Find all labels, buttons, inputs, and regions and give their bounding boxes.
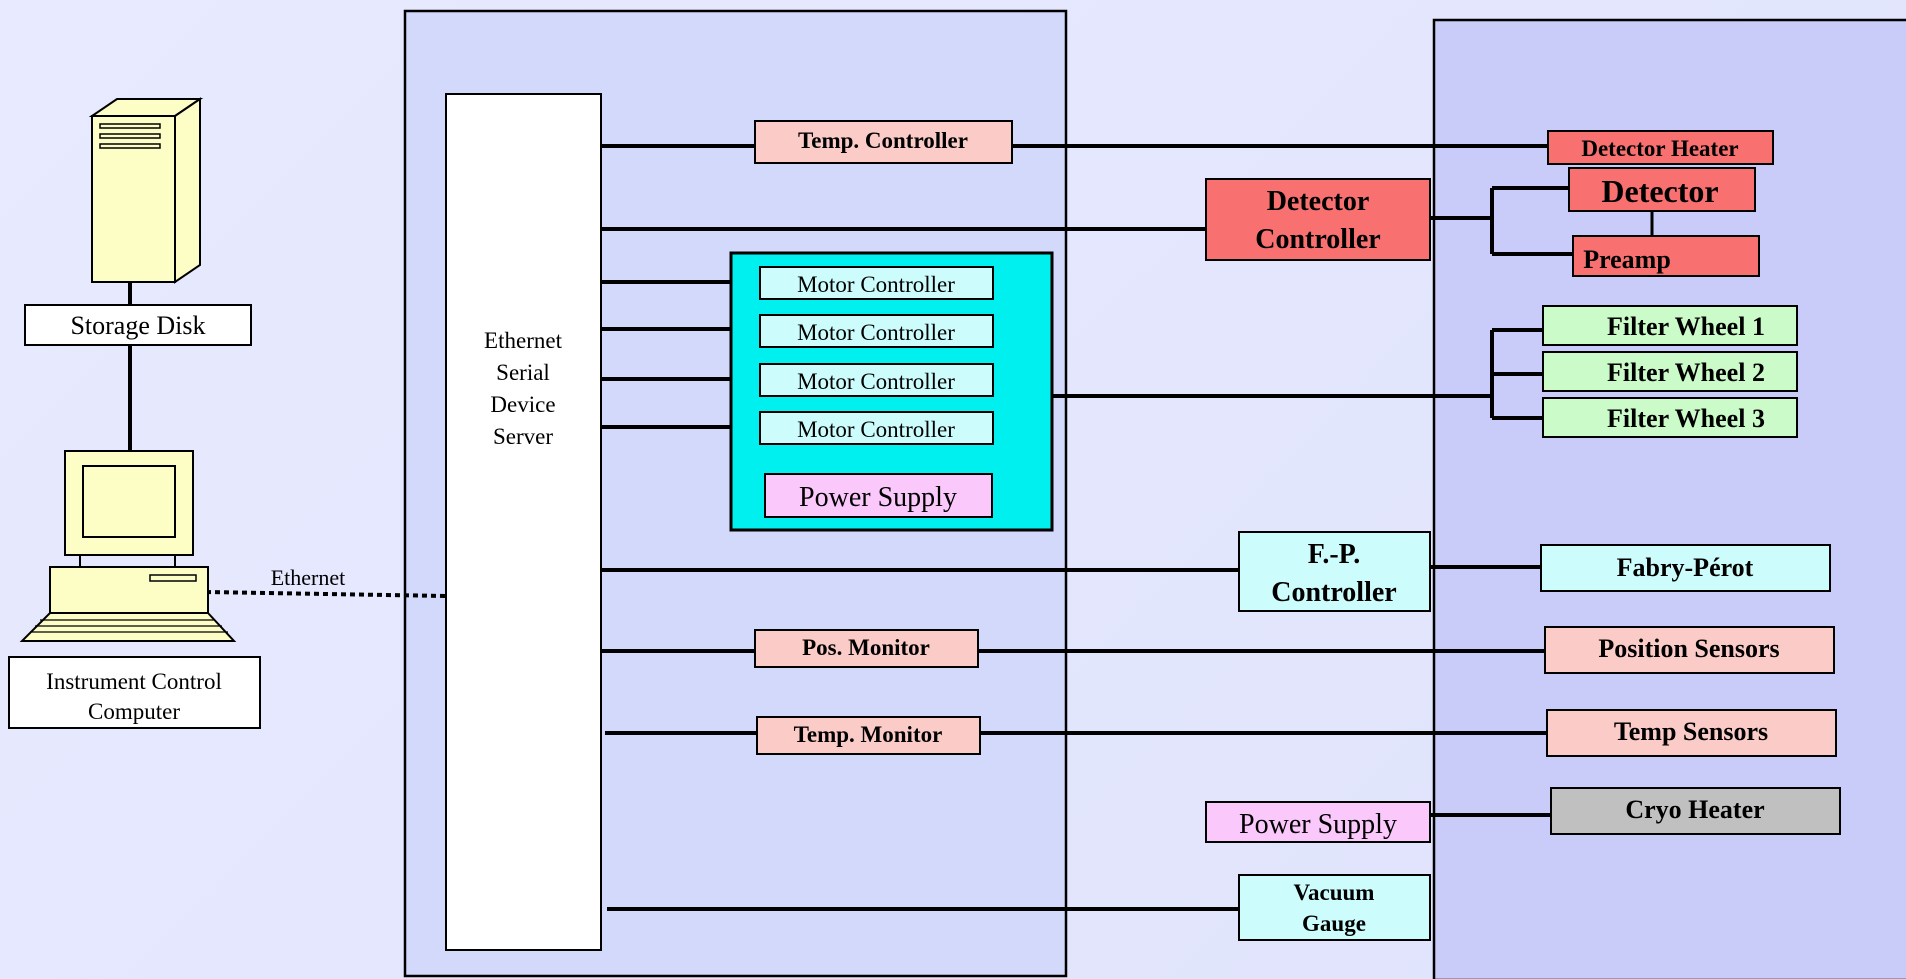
temp-sensors-box: Temp Sensors xyxy=(1546,709,1837,757)
filter-wheel-1-label: Filter Wheel 1 xyxy=(1607,312,1765,341)
motor-controller-4: Motor Controller xyxy=(759,411,994,445)
fabry-perot-label: Fabry-Pérot xyxy=(1617,553,1754,582)
temp-monitor-box: Temp. Monitor xyxy=(756,716,981,755)
power-supply-label: Power Supply xyxy=(1239,809,1397,840)
cryo-heater-label: Cryo Heater xyxy=(1625,795,1764,824)
filter-wheel-3-label: Filter Wheel 3 xyxy=(1607,404,1765,433)
motor-controller-2-label: Motor Controller xyxy=(797,320,955,345)
motor-controller-3-label: Motor Controller xyxy=(797,369,955,394)
motor-controller-1-label: Motor Controller xyxy=(797,272,955,297)
server-label-line4: Server xyxy=(493,424,553,449)
temp-controller-label: Temp. Controller xyxy=(798,128,968,153)
power-supply-box: Power Supply xyxy=(1205,801,1431,843)
motor-controller-1: Motor Controller xyxy=(759,266,994,300)
motor-controller-4-label: Motor Controller xyxy=(797,417,955,442)
preamp-box: Preamp xyxy=(1572,235,1760,277)
position-sensors-box: Position Sensors xyxy=(1544,626,1835,674)
ethernet-label: Ethernet xyxy=(271,565,346,590)
detector-controller-label-line2: Controller xyxy=(1255,224,1380,255)
vacuum-gauge-label-line2: Gauge xyxy=(1302,911,1366,936)
filter-wheel-2-box: Filter Wheel 2 xyxy=(1542,351,1798,392)
temp-sensors-label: Temp Sensors xyxy=(1614,717,1768,746)
vacuum-gauge-box: Vacuum Gauge xyxy=(1238,874,1431,941)
position-sensors-label: Position Sensors xyxy=(1598,634,1779,663)
desktop-computer-icon xyxy=(19,450,237,642)
motor-power-supply: Power Supply xyxy=(764,473,993,518)
motor-controller-3: Motor Controller xyxy=(759,363,994,397)
motor-controller-2: Motor Controller xyxy=(759,314,994,348)
pos-monitor-box: Pos. Monitor xyxy=(754,629,979,668)
detector-controller-box: Detector Controller xyxy=(1205,178,1431,261)
storage-disk-label: Storage Disk xyxy=(70,311,205,340)
fabry-perot-box: Fabry-Pérot xyxy=(1540,544,1831,592)
instrument-control-computer-box: Instrument Control Computer xyxy=(8,656,261,729)
fp-controller-label-line1: F.-P. xyxy=(1308,539,1360,570)
instrument-computer-label-line1: Instrument Control xyxy=(46,669,222,694)
filter-wheel-1-box: Filter Wheel 1 xyxy=(1542,305,1798,346)
filter-wheel-3-box: Filter Wheel 3 xyxy=(1542,397,1798,438)
motor-power-supply-label: Power Supply xyxy=(799,482,957,513)
server-label-line3: Device xyxy=(490,392,555,417)
preamp-label: Preamp xyxy=(1583,245,1671,274)
detector-controller-label-line1: Detector xyxy=(1267,186,1370,217)
server-label-line1: Ethernet xyxy=(484,328,563,353)
temp-controller-box: Temp. Controller xyxy=(754,120,1013,164)
fp-controller-label-line2: Controller xyxy=(1271,577,1396,608)
storage-disk-box: Storage Disk xyxy=(24,304,252,346)
detector-heater-label: Detector Heater xyxy=(1581,136,1738,161)
filter-wheel-2-label: Filter Wheel 2 xyxy=(1607,358,1765,387)
vacuum-gauge-label-line1: Vacuum xyxy=(1294,880,1375,905)
storage-tower-icon xyxy=(88,97,204,284)
server-label-line2: Serial xyxy=(496,360,550,385)
detector-box: Detector xyxy=(1568,167,1756,212)
ethernet-serial-device-server: Ethernet Serial Device Server xyxy=(445,93,602,951)
detector-label: Detector xyxy=(1601,173,1718,209)
instrument-computer-label-line2: Computer xyxy=(88,699,180,724)
pos-monitor-label: Pos. Monitor xyxy=(802,635,930,660)
fp-controller-box: F.-P. Controller xyxy=(1238,531,1431,612)
detector-heater-box: Detector Heater xyxy=(1547,130,1774,165)
temp-monitor-label: Temp. Monitor xyxy=(794,722,943,747)
cryo-heater-box: Cryo Heater xyxy=(1550,787,1841,835)
